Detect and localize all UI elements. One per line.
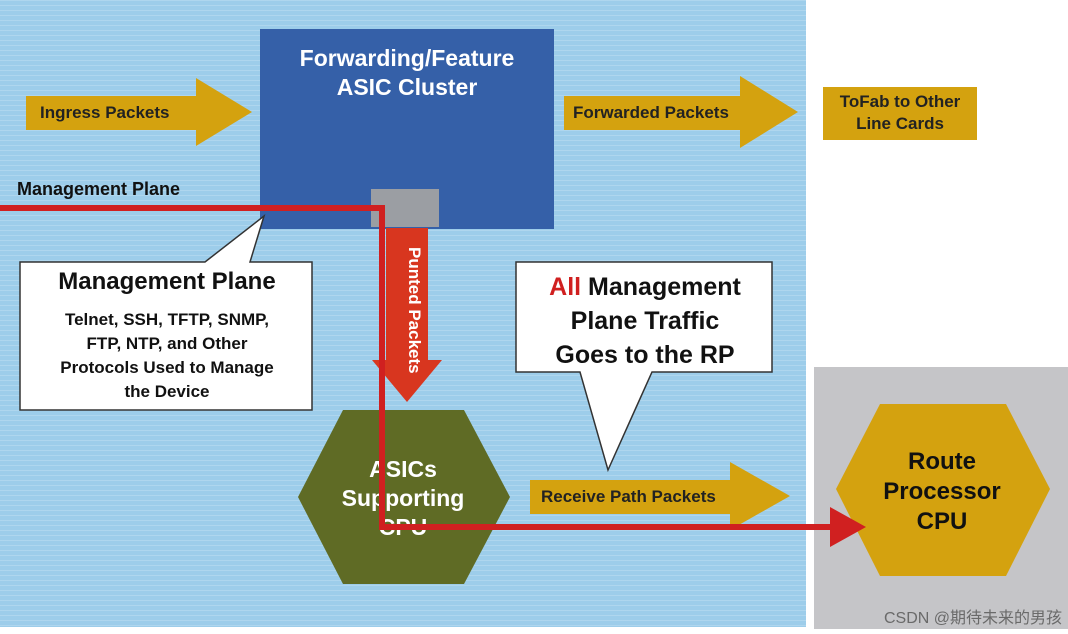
asic-cluster-title-line2: ASIC Cluster [336, 74, 478, 100]
asics-supporting-cpu-label: ASICs Supporting CPU [318, 455, 488, 542]
route-processor-cpu-label: Route Processor CPU [850, 447, 1034, 537]
punted-packets-label: Punted Packets [405, 246, 424, 374]
watermark-text: CSDN @期待未来的男孩 [883, 610, 1062, 627]
management-callout-title: Management Plane [58, 268, 276, 295]
rp-line1: Route [908, 448, 976, 475]
punted-packets-arrow [372, 228, 442, 402]
forwarded-packets-label: Forwarded Packets [573, 103, 729, 122]
ingress-arrow [26, 78, 252, 146]
ingress-packets-label: Ingress Packets [40, 103, 170, 122]
management-callout-line2: FTP, NTP, and Other [86, 334, 248, 353]
receive-path-packets-label: Receive Path Packets [541, 487, 716, 506]
rp-callout-line2: Plane Traffic [570, 307, 720, 335]
rp-callout-line1-rest: Management [581, 273, 741, 301]
rp-callout-text: All Management Plane Traffic Goes to the… [518, 270, 772, 372]
rp-callout-highlight: All [549, 273, 582, 301]
forwarding-asic-cluster-box: Forwarding/Feature ASIC Cluster [260, 29, 554, 229]
management-path-arrowhead [830, 507, 866, 547]
asics-cpu-line1: ASICs [369, 456, 437, 482]
management-callout-box [19, 213, 313, 411]
management-plane-path [0, 205, 840, 530]
rp-line2: Processor [883, 478, 1001, 505]
asics-cpu-line2: Supporting [341, 485, 465, 511]
receive-path-arrow [530, 462, 790, 530]
rp-callout-box [515, 261, 773, 473]
tofab-label-line2: Line Cards [856, 114, 944, 133]
management-callout-line3: Protocols Used to Manage [60, 358, 274, 377]
tofab-line-cards-box: ToFab to Other Line Cards [823, 87, 977, 140]
rp-line3: CPU [916, 508, 968, 535]
management-plane-path-label: Management Plane [17, 179, 181, 199]
management-callout-body: Telnet, SSH, TFTP, SNMP, FTP, NTP, and O… [24, 308, 310, 404]
route-processor-hexagon [836, 404, 1050, 576]
forwarded-arrow [564, 76, 798, 148]
asic-cluster-title-line1: Forwarding/Feature [299, 45, 515, 71]
asics-cpu-line3: CPU [378, 514, 428, 540]
management-callout-line1: Telnet, SSH, TFTP, SNMP, [64, 310, 270, 329]
asics-supporting-cpu-hexagon [298, 410, 510, 584]
tofab-label-line1: ToFab to Other [839, 92, 961, 111]
rp-callout-line3: Goes to the RP [555, 341, 735, 369]
management-callout-line4: the Device [124, 382, 210, 401]
